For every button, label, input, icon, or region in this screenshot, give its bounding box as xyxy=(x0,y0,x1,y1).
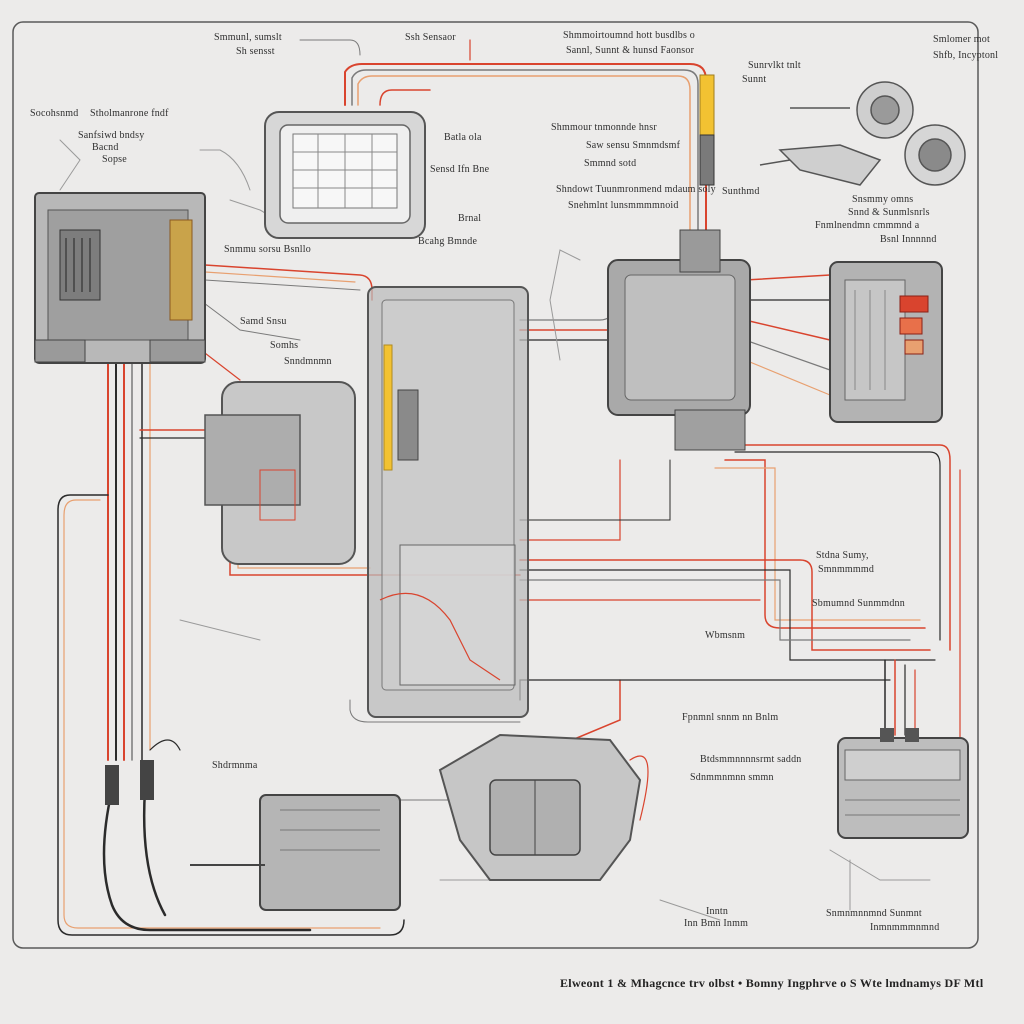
label-right-1: Snsmmy omns xyxy=(852,194,914,205)
label-mid-3: Brnal xyxy=(458,213,482,224)
battery xyxy=(837,728,969,839)
label-low-6: Inn Bmn Inmm xyxy=(684,918,749,929)
label-ctr-2: Saw sensu Smnmdsmf xyxy=(586,140,681,151)
control-module-left xyxy=(204,381,356,565)
label-top-1: Smmunl, sumslt xyxy=(214,32,282,43)
label-right-4: Bsnl Innnnnd xyxy=(880,234,937,245)
label-ctr-3: Smmnd sotd xyxy=(584,158,637,169)
label-ctr-5: Snehmlnt lunsmmmmnoid xyxy=(568,200,679,211)
label-mid-1: Batla ola xyxy=(444,132,482,143)
label-top-6: Sunrvlkt tnlt xyxy=(748,60,801,71)
label-top-5: Sannl, Sunnt & hunsd Faonsor xyxy=(566,45,695,56)
label-right-6: Smnmmmmd xyxy=(818,564,875,575)
label-left-2: Stholmanrone fndf xyxy=(90,108,169,119)
label-left-3: Sanfsiwd bndsy xyxy=(78,130,145,141)
label-top-9: Shfb, Incyptonl xyxy=(933,50,999,61)
label-mid-5: Snmmu sorsu Bsnllo xyxy=(224,244,311,255)
diagram-frame xyxy=(12,21,979,949)
label-low-3: Sdnmmnmnn smmn xyxy=(690,772,774,783)
label-low-7: Snmnmnnmnd Sunmnt xyxy=(826,908,922,919)
label-ctr-6: Sunthmd xyxy=(722,186,760,197)
relay-block xyxy=(34,192,206,364)
display-unit xyxy=(264,111,426,239)
engine-control-unit xyxy=(438,733,642,881)
label-ctr-4: Shndowt Tuunmronmend mdaum soly xyxy=(556,184,716,195)
diagram-caption: Elweont 1 & Mhagcnce trv olbst • Bomny I… xyxy=(560,976,984,990)
label-low-8: Inmnmmmnmnd xyxy=(870,922,940,933)
label-mid-7: Somhs xyxy=(270,340,299,351)
label-top-4: Shmmoirtoumnd hott busdlbs o xyxy=(563,30,696,41)
main-junction-box xyxy=(367,286,529,718)
connector-block xyxy=(607,74,751,451)
label-ctr-1: Shmmour tnmonnde hnsr xyxy=(551,122,657,133)
label-mid-2: Sensd Ifn Bne xyxy=(430,164,490,175)
label-right-3: Fnmlnendmn cmmmnd a xyxy=(815,220,920,231)
label-low-1: Fpnmnl snnm nn Bnlm xyxy=(682,712,779,723)
label-top-8: Smlomer mot xyxy=(933,34,990,45)
label-low-2: Btdsmmnnnnsrmt saddn xyxy=(700,754,802,765)
label-left-4: Bacnd xyxy=(92,142,119,153)
label-low-5: Inntn xyxy=(706,906,729,917)
label-mid-8: Snndmnmn xyxy=(284,356,332,367)
label-low-4: Shdrmnma xyxy=(212,760,258,771)
label-top-2: Sh sensst xyxy=(236,46,275,57)
label-left-1: Socohsnmd xyxy=(30,108,79,119)
label-mid-4: Bcahg Bmnde xyxy=(418,236,478,247)
label-top-3: Ssh Sensaor xyxy=(405,32,456,43)
label-top-7: Sunnt xyxy=(742,74,767,85)
label-right-5: Stdna Sumy, xyxy=(816,550,869,561)
label-mid-6: Samd Snsu xyxy=(240,316,287,327)
label-right-7: Sbmumnd Sunmmdnn xyxy=(812,598,905,609)
engine-sensor xyxy=(759,81,966,186)
ignition-coil xyxy=(105,760,401,911)
label-right-8: Wbmsnm xyxy=(705,630,746,641)
label-left-5: Sopse xyxy=(102,154,127,165)
fuse-box xyxy=(829,261,943,423)
label-right-2: Snnd & Sunmlsnrls xyxy=(848,207,930,218)
